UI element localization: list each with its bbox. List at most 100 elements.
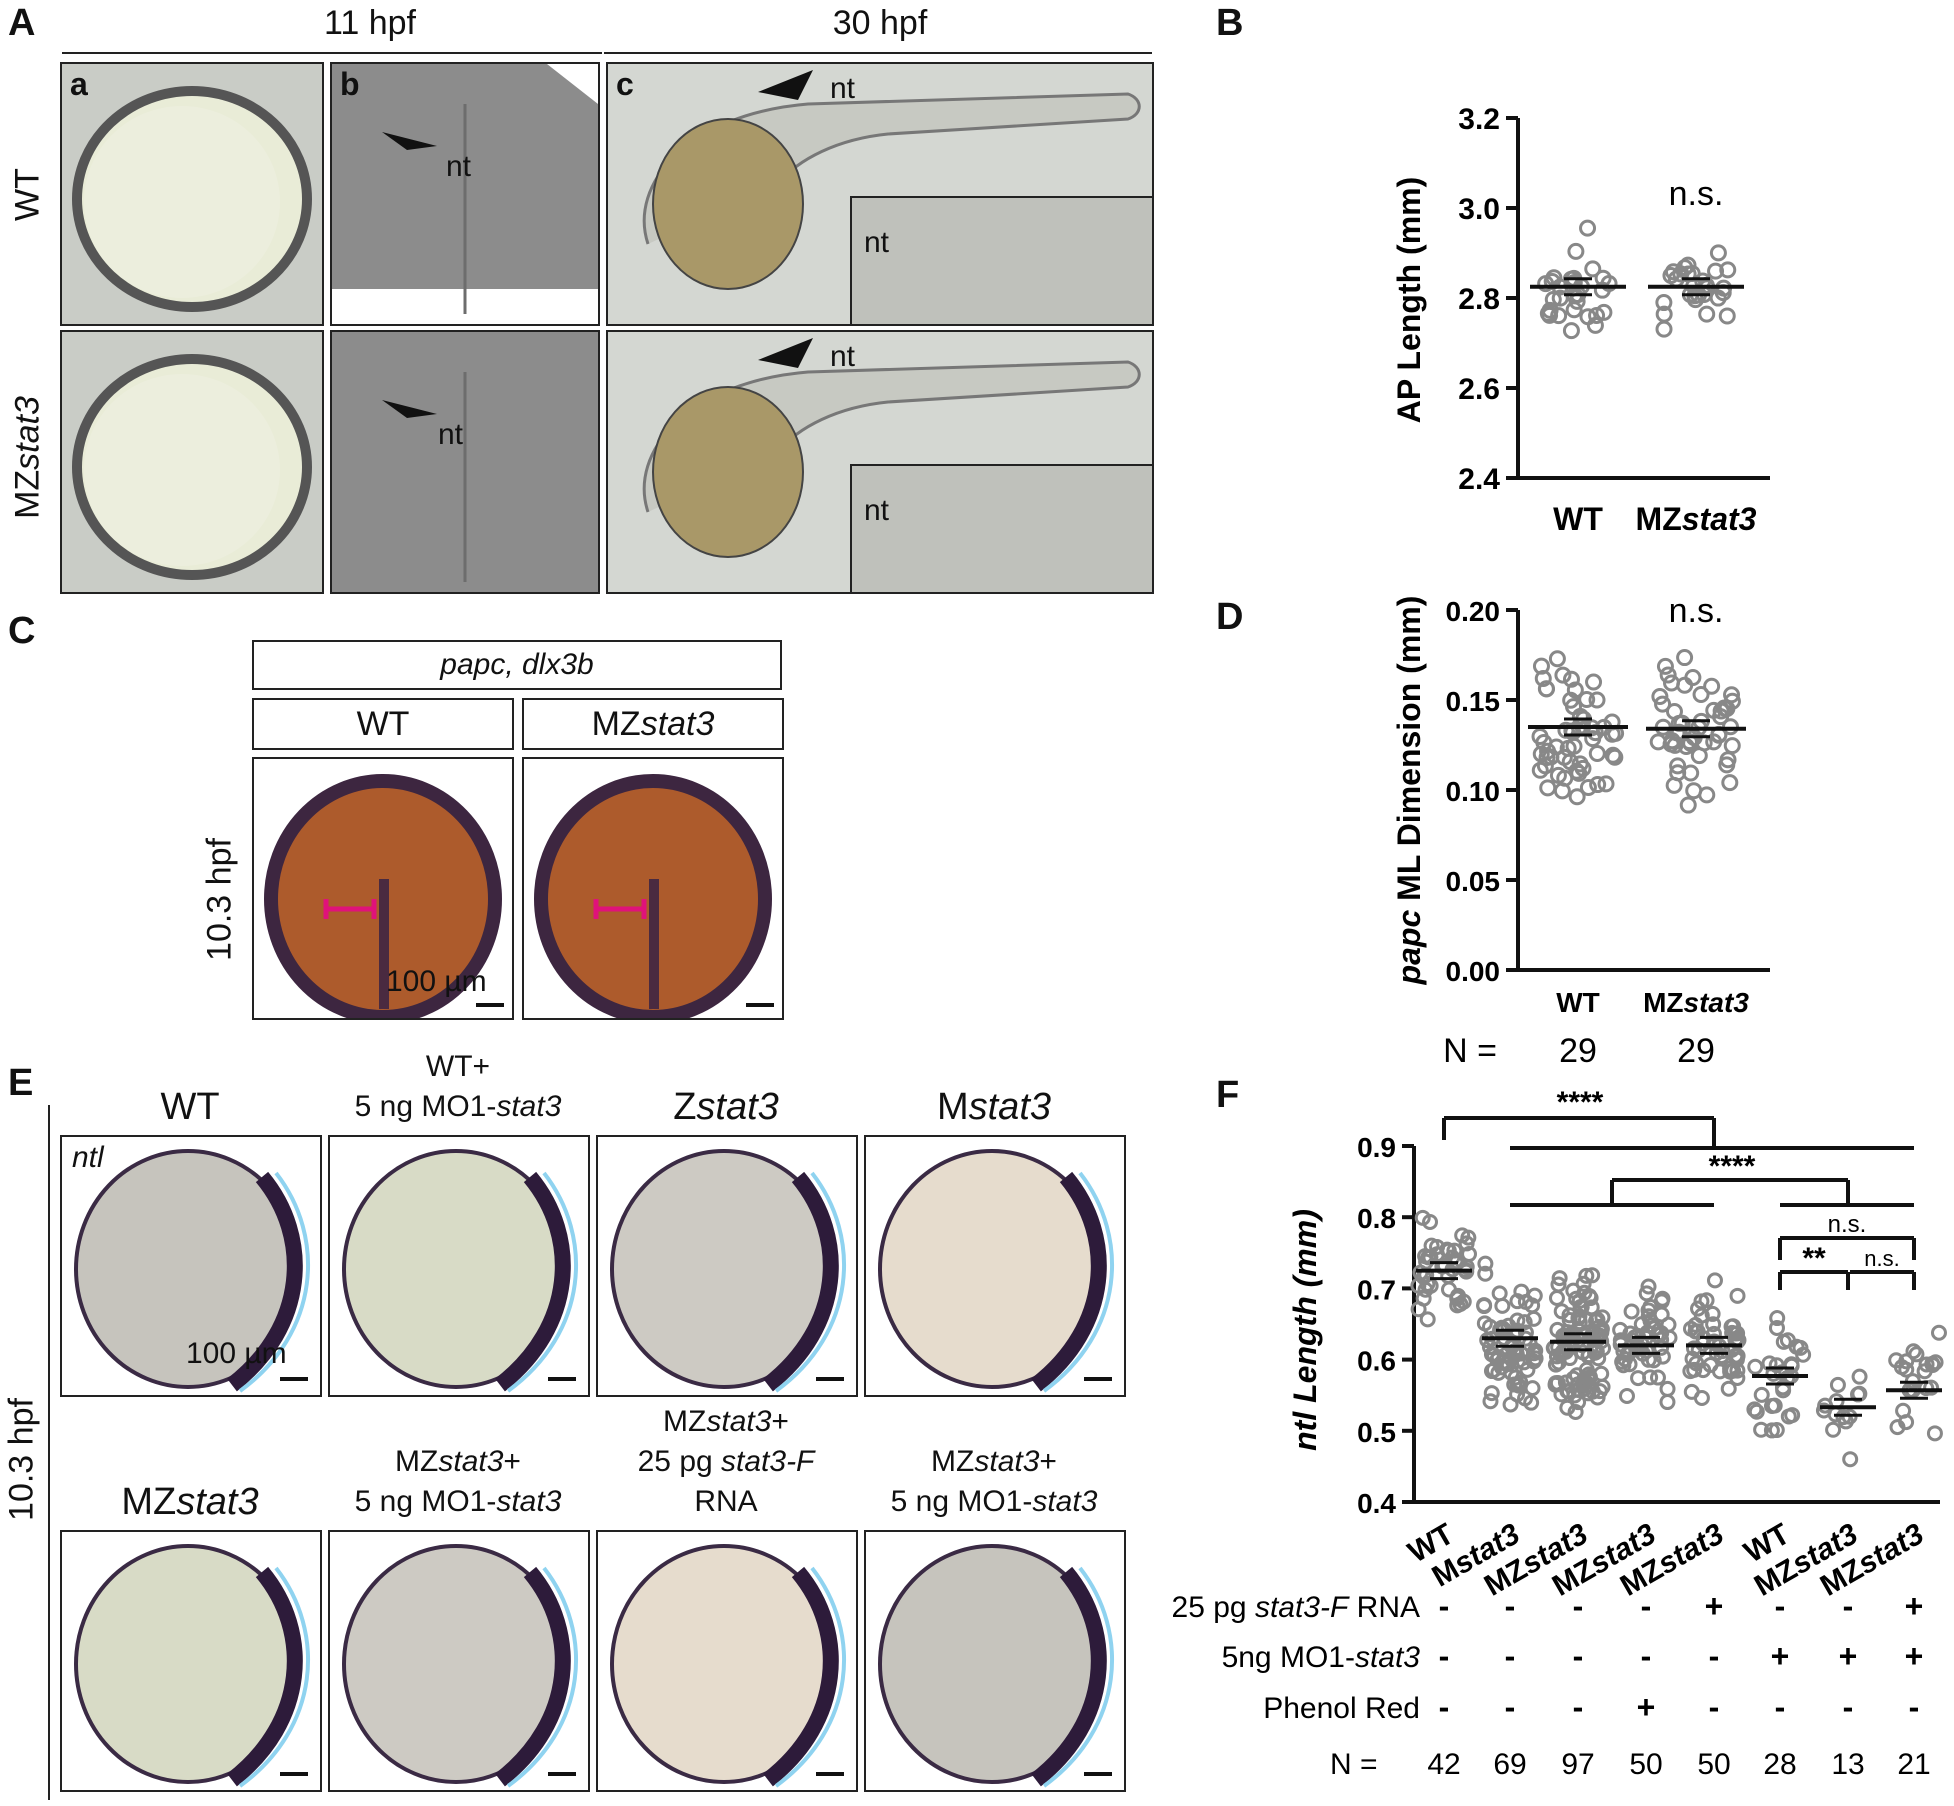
y-tick-label: 3.2 <box>1458 103 1500 136</box>
d-point <box>1723 686 1741 704</box>
e-embryo <box>610 1544 847 1788</box>
f-condition-value: + <box>1705 1588 1724 1624</box>
header-11hpf-rule <box>62 52 602 54</box>
d-point <box>1568 788 1586 806</box>
b-point <box>1698 305 1716 323</box>
arrowhead-icon <box>382 132 437 150</box>
b-category-label: MZstat3 <box>1636 501 1757 537</box>
d-point <box>1578 690 1596 708</box>
d-annotation: n.s. <box>1669 592 1724 630</box>
d-point <box>1723 692 1741 710</box>
f-n-label: N = <box>1330 1748 1378 1781</box>
d-point <box>1692 685 1710 703</box>
f-point <box>1510 1377 1527 1394</box>
f-point <box>1918 1356 1935 1373</box>
d-point <box>1562 691 1580 709</box>
f-n-value: 69 <box>1493 1748 1526 1781</box>
f-point <box>1618 1387 1635 1404</box>
f-point <box>1483 1385 1500 1402</box>
f-point <box>1926 1425 1943 1442</box>
b-point <box>1655 294 1673 312</box>
f-condition-value: - <box>1843 1588 1854 1624</box>
d-point <box>1669 757 1687 775</box>
f-point <box>1589 1389 1606 1406</box>
d-point <box>1570 764 1588 782</box>
f-point <box>1705 1316 1722 1333</box>
e-label-line: MZstat3+ <box>395 1445 521 1478</box>
e-label-line: 5 ng MO1-stat3 <box>890 1485 1098 1518</box>
image-c-mz: nt nt <box>606 330 1154 594</box>
f-point <box>1704 1305 1721 1322</box>
b-point <box>1709 289 1727 307</box>
f-condition-value: - <box>1505 1689 1516 1725</box>
c-mz-label-box: MZstat3 <box>522 698 784 750</box>
f-point <box>1687 1323 1704 1340</box>
f-n-value: 97 <box>1561 1748 1594 1781</box>
f-point <box>1419 1311 1436 1328</box>
sublabel-b: b <box>340 66 360 102</box>
e-label-line: MZstat3+ <box>663 1405 789 1438</box>
f-point <box>1584 1267 1601 1284</box>
f-condition-value: - <box>1641 1638 1652 1674</box>
image-b-mz: nt <box>330 330 600 594</box>
d-point <box>1723 737 1741 755</box>
d-point <box>1684 669 1702 687</box>
d-point <box>1597 775 1615 793</box>
e-embryo <box>342 1149 579 1393</box>
f-point <box>1455 1293 1472 1310</box>
y-tick-label: 2.8 <box>1458 283 1500 316</box>
embryo-b-wt <box>332 64 598 324</box>
y-tick-label: 0.00 <box>1446 956 1501 987</box>
image-c-wt-papc: 100 µm <box>252 757 514 1020</box>
f-n-value: 28 <box>1763 1748 1796 1781</box>
f-point <box>1930 1324 1947 1341</box>
f-significance-1: **** <box>1557 1086 1604 1119</box>
b-category-label: WT <box>1553 501 1603 537</box>
d-ylabel: papc ML Dimension (mm) <box>1391 596 1427 986</box>
b-annotation: n.s. <box>1669 175 1724 213</box>
f-n-value: 21 <box>1897 1748 1930 1781</box>
f-condition-value: - <box>1709 1689 1720 1725</box>
y-tick-label: 3.0 <box>1458 193 1500 226</box>
inset-c-mz: nt <box>850 464 1152 592</box>
panel-letter-d: D <box>1216 596 1244 638</box>
b-point <box>1679 265 1697 283</box>
f-condition-value: - <box>1439 1638 1450 1674</box>
f-point <box>1753 1386 1770 1403</box>
f-point <box>1654 1348 1671 1365</box>
d-point <box>1659 666 1677 684</box>
b-point <box>1565 301 1583 319</box>
f-point <box>1640 1278 1657 1295</box>
d-point <box>1685 782 1703 800</box>
f-point <box>1748 1403 1765 1420</box>
y-tick-label: 0.05 <box>1446 866 1501 897</box>
f-condition-label: 5ng MO1-stat3 <box>1222 1641 1421 1674</box>
d-point <box>1584 730 1602 748</box>
sublabel-c: c <box>616 66 634 102</box>
f-condition-value: - <box>1439 1689 1450 1725</box>
embryo-c-wt <box>642 92 1141 290</box>
f-point <box>1642 1312 1659 1329</box>
f-point <box>1746 1401 1763 1418</box>
e-image-top-3 <box>864 1135 1126 1397</box>
f-point <box>1494 1297 1511 1314</box>
f-significance-3: n.s. <box>1828 1211 1867 1238</box>
e-image-top-2 <box>596 1135 858 1397</box>
f-point <box>1440 1281 1457 1298</box>
f-significance-2: **** <box>1709 1150 1756 1183</box>
d-point <box>1588 744 1606 762</box>
f-point <box>1576 1380 1593 1397</box>
f-point <box>1583 1299 1600 1316</box>
f-point <box>1567 1404 1584 1421</box>
f-significance-4: ** <box>1802 1242 1826 1275</box>
e-embryo <box>74 1544 311 1788</box>
d-point <box>1705 701 1723 719</box>
f-point <box>1642 1369 1659 1386</box>
e-image-bottom-0 <box>60 1530 322 1792</box>
c-mz-gene: stat3 <box>640 705 715 743</box>
e-embryo <box>342 1544 579 1788</box>
f-point <box>1769 1310 1786 1327</box>
b-point <box>1544 291 1562 309</box>
f-point <box>1768 1319 1785 1336</box>
